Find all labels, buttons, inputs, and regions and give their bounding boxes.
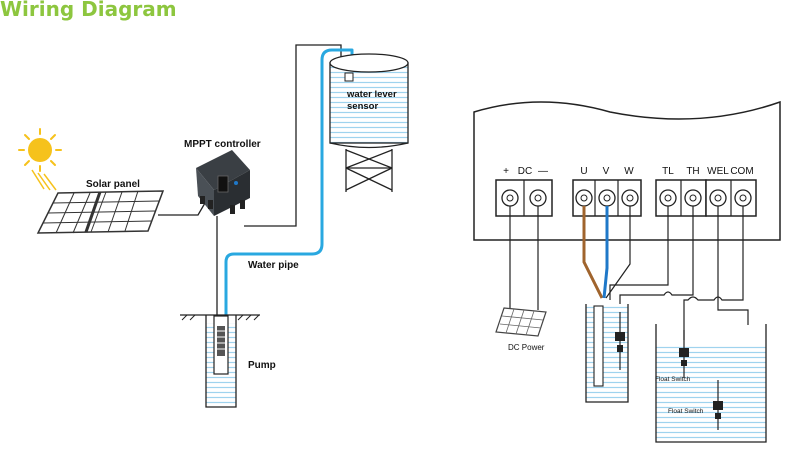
dc-power-label: DC Power bbox=[508, 343, 545, 352]
mppt-controller-label: MPPT controller bbox=[184, 139, 261, 150]
water-tank-icon bbox=[329, 53, 409, 192]
terminal-label-plus: + bbox=[503, 166, 509, 177]
right-well-icon bbox=[585, 304, 629, 403]
float-switch-label-1: Float Switch bbox=[655, 376, 691, 383]
terminal-label-dc: DC bbox=[518, 166, 532, 177]
terminal-label-wel: WEL bbox=[707, 166, 729, 177]
mppt-controller-icon bbox=[196, 150, 250, 216]
terminal-label-th: TH bbox=[686, 166, 699, 177]
terminal-label-v: V bbox=[603, 166, 610, 177]
water-pipe bbox=[224, 48, 354, 318]
terminal-label-minus: — bbox=[538, 166, 548, 177]
pump-label: Pump bbox=[248, 360, 276, 371]
wire-u bbox=[582, 206, 604, 299]
float-switch-label-2: Float Switch bbox=[668, 408, 704, 415]
terminal-block-dc bbox=[495, 179, 553, 217]
float-switch-wires bbox=[609, 206, 749, 340]
sun-icon bbox=[18, 128, 62, 172]
sensor-label-line2: sensor bbox=[347, 101, 378, 112]
sensor-label-line1: water lever bbox=[346, 89, 397, 100]
terminal-label-u: U bbox=[580, 166, 587, 177]
sensor-wire bbox=[244, 44, 342, 227]
sun-rays bbox=[31, 169, 57, 191]
water-pipe-label: Water pipe bbox=[248, 260, 299, 271]
wire-v bbox=[602, 206, 609, 299]
wire-w bbox=[605, 206, 631, 299]
dc-power-panel-icon bbox=[495, 307, 547, 337]
terminal-label-tl: TL bbox=[662, 166, 674, 177]
right-tank-icon bbox=[655, 324, 767, 443]
terminal-block-tl-th bbox=[655, 179, 707, 217]
pump-icon bbox=[213, 315, 229, 375]
terminal-block-wel-com bbox=[705, 179, 757, 217]
solar-panel-icon bbox=[36, 190, 165, 234]
terminal-label-com: COM bbox=[730, 166, 753, 177]
page-title: Wiring Diagram bbox=[0, 0, 177, 21]
solar-panel-label: Solar panel bbox=[86, 179, 140, 190]
dc-power-wires bbox=[509, 206, 539, 310]
terminal-label-w: W bbox=[624, 166, 634, 177]
panel-to-controller-wire bbox=[158, 202, 206, 216]
terminal-labels: + DC — U V W TL TH WEL COM bbox=[503, 166, 754, 177]
